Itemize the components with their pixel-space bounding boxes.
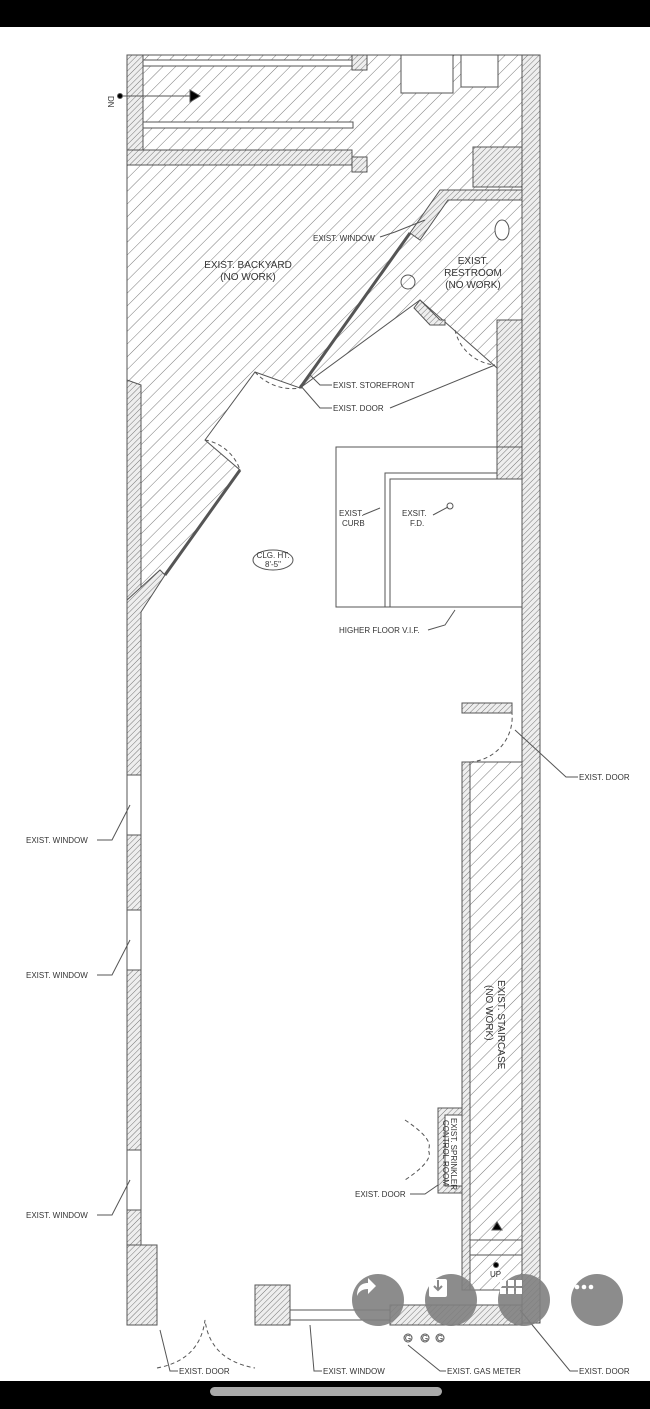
home-indicator[interactable] [210,1387,442,1396]
door-sprinkler-label: EXIST. DOOR [355,1190,406,1199]
curb-label: EXIST. [339,509,363,518]
sprinkler-label: EXIST. SPRINKLER [449,1118,458,1190]
door-top-label: EXIST. DOOR [333,404,384,413]
restroom-label: EXIST. [458,256,489,267]
up-label: UP [490,1270,501,1279]
storefront-label: EXIST. STOREFRONT [333,381,415,390]
backyard-sub-label: (NO WORK) [220,272,276,283]
dn-label: DN [106,96,115,108]
higher-floor-label: HIGHER FLOOR V.I.F. [339,626,420,635]
gas-meter-glyph: G [405,1334,411,1343]
door-bottom-right-label: EXIST. DOOR [579,1367,630,1376]
door-right-label: EXIST. DOOR [579,773,630,782]
gas-meter-label: EXIST. GAS METER [447,1367,521,1376]
sprinkler-label-2: CONTROL ROOM [441,1120,450,1186]
backyard-label: EXIST. BACKYARD [204,260,292,271]
download-icon [429,1279,447,1297]
status-bar [0,0,650,27]
fd-label-2: F.D. [410,519,424,528]
save-button[interactable] [425,1274,477,1326]
share-icon [357,1278,376,1296]
window-bottom-label: EXIST. WINDOW [323,1367,385,1376]
share-button[interactable] [352,1274,404,1326]
staircase-sub-label: (NO WORK) [483,985,494,1041]
window-2-label: EXIST. WINDOW [26,971,88,980]
restroom-label-2: RESTROOM [444,268,502,279]
gas-meter-glyph: G [422,1334,428,1343]
restroom-sub-label: (NO WORK) [445,280,501,291]
grid-icon [500,1280,522,1294]
curb-label-2: CURB [342,519,365,528]
fd-label: EXSIT. [402,509,426,518]
plan-labels: DN EXIST. BACKYARD (NO WORK) EXIST. WIND… [26,96,630,1376]
more-icon [574,1284,594,1290]
window-3-label: EXIST. WINDOW [26,1211,88,1220]
apps-button[interactable] [498,1274,550,1326]
window-1-label: EXIST. WINDOW [26,836,88,845]
gas-meter-glyph: G [437,1334,443,1343]
clg-label: CLG. HT. [257,551,290,560]
staircase-label: EXIST. STAIRCASE [495,980,506,1070]
more-button[interactable] [571,1274,623,1326]
window-top-label: EXIST. WINDOW [313,234,375,243]
door-bottom-left-label: EXIST. DOOR [179,1367,230,1376]
clg-value: 8'-5" [265,560,281,569]
